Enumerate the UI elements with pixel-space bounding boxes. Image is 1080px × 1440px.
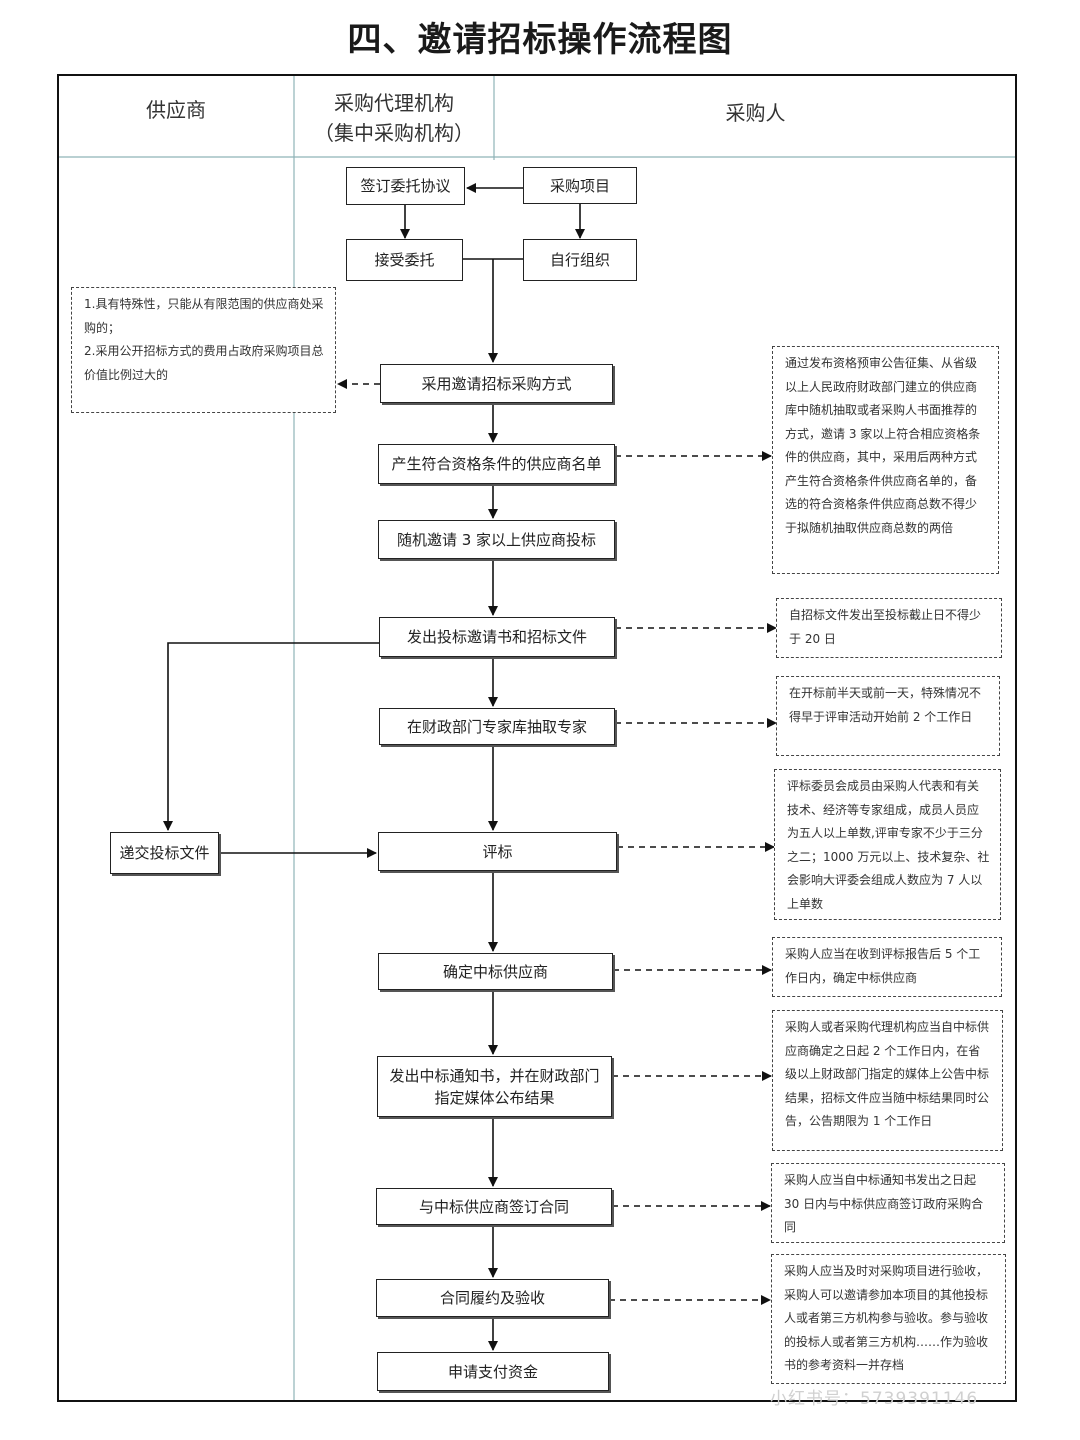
step-submit-bid: 递交投标文件: [110, 832, 219, 874]
note-committee: 评标委员会成员由采购人代表和有关技术、经济等专家组成，成员人员应为五人以上单数,…: [774, 769, 1001, 920]
note-winner-time: 采购人应当在收到评标报告后 5 个工作日内，确定中标供应商: [772, 937, 1002, 997]
step-determine-winner: 确定中标供应商: [378, 953, 613, 990]
watermark: 小红书号：5739391146: [770, 1389, 979, 1409]
note-contract-time: 采购人应当自中标通知书发出之日起 30 日内与中标供应商签订政府采购合同: [771, 1163, 1005, 1243]
step-random-invite: 随机邀请 3 家以上供应商投标: [378, 520, 615, 559]
lane-agency-line1: 采购代理机构: [334, 91, 454, 115]
lane-purchaser: 采购人: [725, 101, 786, 125]
step-generate-list: 产生符合资格条件的供应商名单: [378, 444, 615, 484]
step-adopt-invite: 采用邀请招标采购方式: [380, 364, 613, 403]
step-notice-announce: 发出中标通知书，并在财政部门 指定媒体公布结果: [377, 1056, 612, 1117]
step-self-organize: 自行组织: [523, 239, 637, 281]
step-purchase-project: 采购项目: [523, 167, 637, 204]
lane-supplier: 供应商: [146, 98, 206, 122]
step-sign-contract: 与中标供应商签订合同: [376, 1188, 612, 1225]
step-notice-line2: 指定媒体公布结果: [434, 1088, 555, 1107]
arrow-docs-to-supplier: [163, 642, 379, 831]
note-acceptance: 采购人应当及时对采购项目进行验收，采购人可以邀请参加本项目的其他投标人或者第三方…: [771, 1254, 1006, 1384]
step-apply-payment: 申请支付资金: [377, 1352, 609, 1391]
step-perform-accept: 合同履约及验收: [376, 1279, 609, 1317]
step-notice-line1: 发出中标通知书，并在财政部门: [389, 1066, 600, 1085]
flowchart-frame: [57, 74, 1017, 1402]
lane-agency: 采购代理机构 （集中采购机构）: [296, 88, 492, 148]
note-conditions: 1.具有特殊性，只能从有限范围的供应商处采购的； 2.采用公开招标方式的费用占政…: [71, 287, 336, 413]
page-title: 四、邀请招标操作流程图: [347, 20, 733, 60]
lane-agency-line2: （集中采购机构）: [314, 121, 474, 145]
note-announce: 采购人或者采购代理机构应当自中标供应商确定之日起 2 个工作日内，在省级以上财政…: [772, 1010, 1003, 1151]
step-evaluate: 评标: [378, 832, 617, 871]
step-extract-experts: 在财政部门专家库抽取专家: [379, 708, 615, 745]
step-sign-agreement: 签订委托协议: [346, 167, 465, 205]
step-accept-entrust: 接受委托: [346, 239, 463, 281]
note-doc-period: 自招标文件发出至投标截止日不得少于 20 日: [776, 598, 1002, 658]
note-expert-time: 在开标前半天或前一天，特殊情况不得早于评审活动开始前 2 个工作日: [776, 676, 1000, 756]
step-issue-docs: 发出投标邀请书和招标文件: [379, 617, 615, 657]
note-list-methods: 通过发布资格预审公告征集、从省级以上人民政府财政部门建立的供应商库中随机抽取或者…: [772, 346, 999, 574]
